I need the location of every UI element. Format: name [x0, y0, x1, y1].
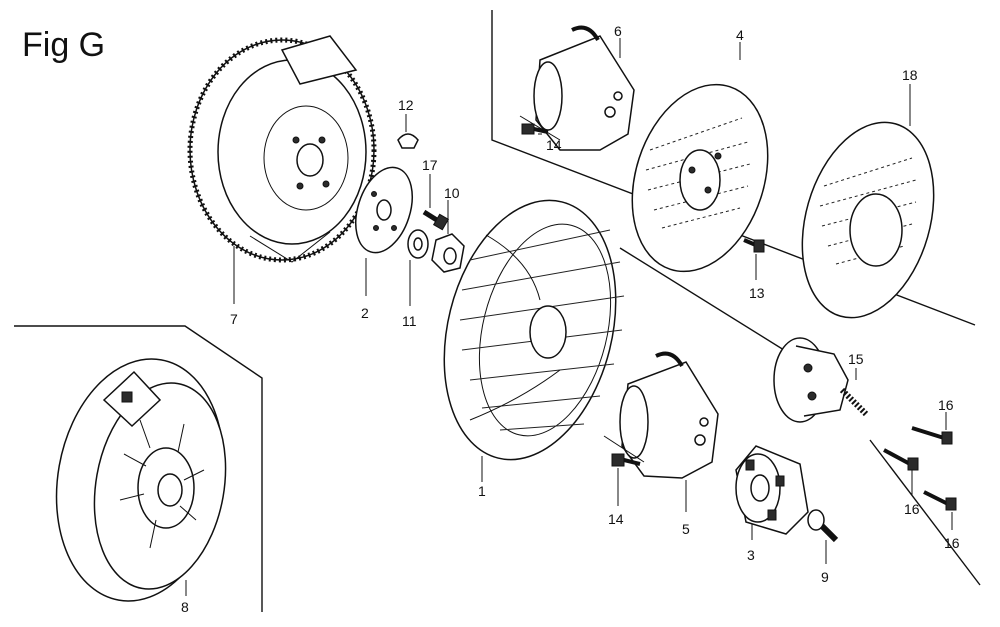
- flywheel-part-7: [187, 35, 377, 263]
- callout-17: 17: [422, 157, 438, 173]
- pulley-part-5: [603, 351, 719, 479]
- callout-5: 5: [682, 521, 690, 537]
- pulley-part-6: [519, 25, 635, 151]
- callout-numbers: 1 2 3 4 5 6 7 8 9 10 11 12 13 14 14 15 1…: [181, 23, 960, 615]
- rotor-disc-part-4: [631, 83, 769, 273]
- callout-16-middle: 16: [904, 501, 920, 517]
- cup-part-3: [735, 445, 809, 535]
- flywheel-part-8: [55, 358, 227, 602]
- callout-15: 15: [848, 351, 864, 367]
- bolts-part-16: [883, 426, 957, 511]
- callout-10: 10: [444, 185, 460, 201]
- washer-part-11: [407, 229, 429, 259]
- cooling-fan-part-1: [443, 199, 625, 461]
- callout-8: 8: [181, 599, 189, 615]
- bolt-part-14-upper: [521, 123, 549, 135]
- callout-16-bottom: 16: [944, 535, 960, 551]
- nut-part-10: [431, 233, 465, 273]
- bolt-part-14-lower: [611, 453, 641, 467]
- key-part-12: [397, 133, 419, 149]
- callout-14-upper: 14: [546, 137, 562, 153]
- callout-18: 18: [902, 67, 918, 83]
- callout-9: 9: [821, 569, 829, 585]
- bolt-part-17: [422, 209, 450, 231]
- callout-16-top: 16: [938, 397, 954, 413]
- leader-lines: [185, 38, 953, 596]
- callout-1: 1: [478, 483, 486, 499]
- callout-12: 12: [398, 97, 414, 113]
- callout-3: 3: [747, 547, 755, 563]
- bolt-part-9: [807, 509, 839, 543]
- callout-11: 11: [402, 313, 417, 329]
- rotor-disc-part-18: [801, 121, 935, 319]
- plate-part-2: [355, 166, 413, 254]
- figure-title: Fig G: [22, 26, 105, 64]
- callout-4: 4: [736, 27, 744, 43]
- bolt-part-13: [743, 238, 765, 253]
- callout-6: 6: [614, 23, 622, 39]
- hub-shaft-part-15: [773, 337, 869, 423]
- callout-13: 13: [749, 285, 765, 301]
- callout-7: 7: [230, 311, 238, 327]
- callout-2: 2: [361, 305, 369, 321]
- callout-14-lower: 14: [608, 511, 624, 527]
